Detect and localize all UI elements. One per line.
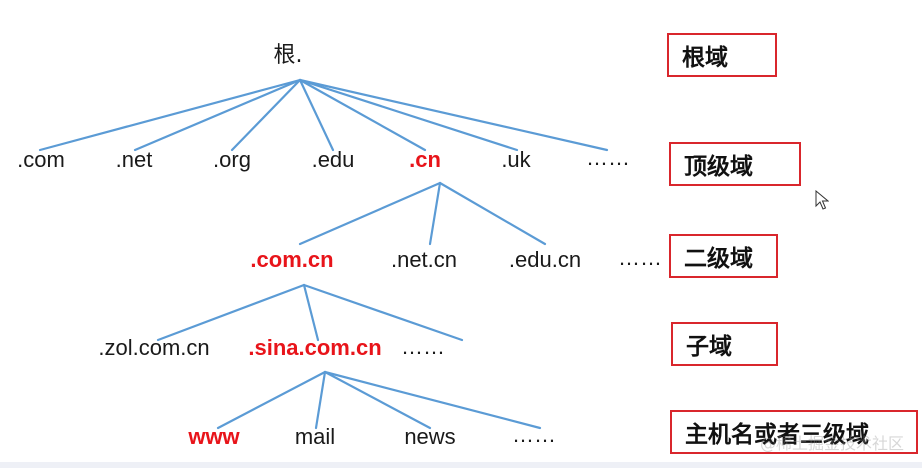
watermark-text: @稀土掘金技术社区 bbox=[760, 434, 905, 453]
level-label-root-text: 根域 bbox=[682, 45, 728, 71]
sub-node-zol: .zol.com.cn bbox=[98, 335, 210, 360]
edge-cn-netcn bbox=[428, 181, 442, 246]
sub-node-ellipsis: …… bbox=[401, 334, 445, 359]
host-node-ellipsis: …… bbox=[512, 422, 556, 447]
edge-sina-more bbox=[323, 370, 542, 430]
edge-comcn-sina bbox=[302, 283, 320, 342]
level-label-host: 主机名或者三级域 bbox=[670, 410, 918, 454]
tld-node-cn: .cn bbox=[409, 147, 441, 172]
level-label-tld-text: 顶级域 bbox=[684, 154, 753, 180]
edge-comcn-zol bbox=[156, 283, 306, 342]
host-node-news: news bbox=[404, 424, 456, 449]
edge-cn-educn bbox=[438, 181, 547, 246]
level-label-root: 根域 bbox=[667, 33, 777, 77]
tld-node-ellipsis: …… bbox=[586, 145, 630, 170]
level-label-tld: 顶级域 bbox=[669, 142, 801, 186]
edge-root-edu bbox=[298, 78, 335, 152]
edge-root-com bbox=[38, 78, 302, 152]
level-label-subdomain: 子域 bbox=[671, 322, 778, 366]
second-node-comcn: .com.cn bbox=[250, 247, 334, 272]
root-node: 根. bbox=[273, 43, 303, 68]
bottom-bar bbox=[0, 462, 922, 468]
second-node-netcn: .net.cn bbox=[390, 247, 458, 272]
host-node-www: www bbox=[188, 424, 240, 449]
tld-node-net: .net bbox=[115, 147, 153, 172]
tld-node-uk: .uk bbox=[501, 147, 531, 172]
tld-node-edu: .edu bbox=[311, 147, 355, 172]
edge-root-uk bbox=[298, 78, 519, 152]
tld-node-com: .com bbox=[17, 147, 65, 172]
edge-sina-www bbox=[216, 370, 327, 430]
edge-sina-news bbox=[323, 370, 432, 430]
edge-root-more bbox=[298, 78, 609, 152]
edge-root-net bbox=[133, 78, 302, 152]
second-node-ellipsis: …… bbox=[618, 245, 662, 270]
mouse-cursor-icon bbox=[815, 190, 829, 210]
edge-sina-mail bbox=[314, 370, 327, 430]
second-node-educn: .edu.cn bbox=[508, 247, 582, 272]
edge-root-org bbox=[230, 78, 302, 152]
sub-node-sina: .sina.com.cn bbox=[248, 335, 382, 360]
level-label-second: 二级域 bbox=[669, 234, 778, 278]
host-node-mail: mail bbox=[294, 424, 336, 449]
tld-node-org: .org bbox=[213, 147, 251, 172]
level-label-host-text: 主机名或者三级域 bbox=[685, 422, 869, 448]
edge-cn-comcn bbox=[298, 181, 442, 246]
edge-comcn-more bbox=[302, 283, 464, 342]
edge-root-cn bbox=[298, 78, 427, 152]
level-label-second-text: 二级域 bbox=[684, 246, 753, 272]
level-label-subdomain-text: 子域 bbox=[686, 334, 732, 360]
